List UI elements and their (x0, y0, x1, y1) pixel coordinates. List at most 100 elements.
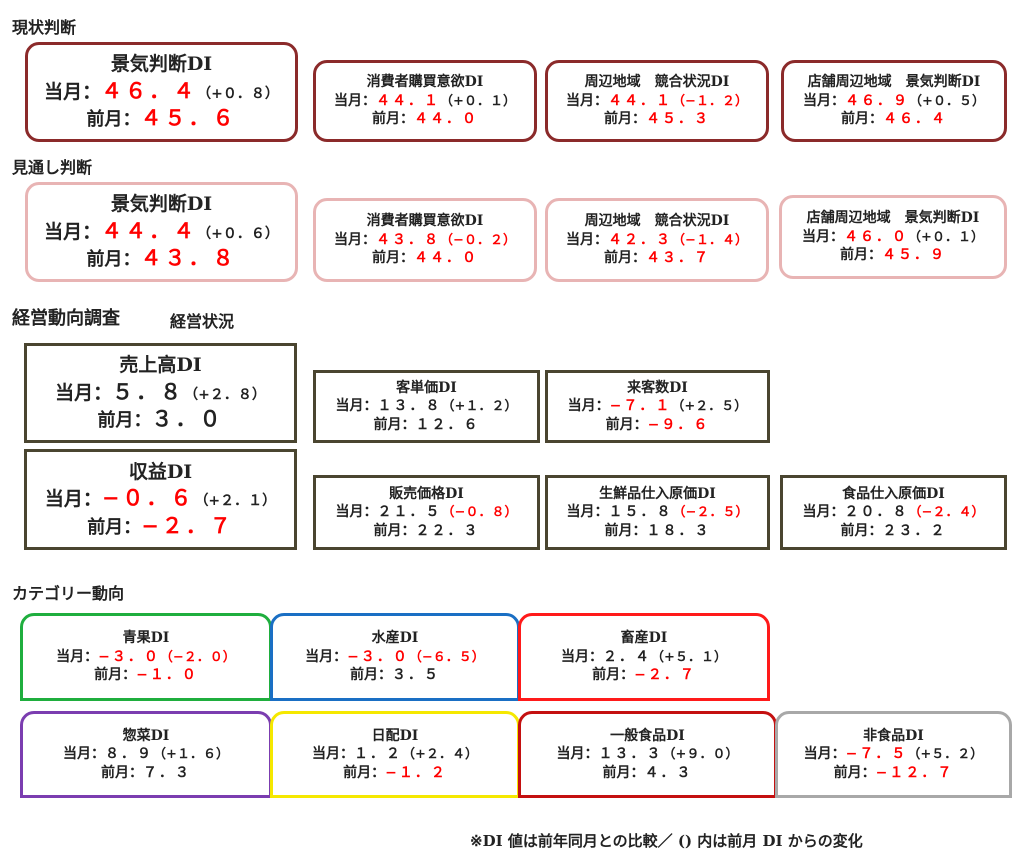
previous-month-line: 前月：４３．７ (604, 249, 710, 267)
di-title: 客単価DI (396, 379, 457, 396)
previous-month-line: 前月：−１２．７ (834, 764, 954, 782)
previous-month-label: 前月： (833, 764, 876, 781)
previous-value: ４３．８ (140, 245, 237, 271)
previous-value: ２２．３ (415, 522, 480, 539)
di-title: 生鮮品仕入原価DI (599, 485, 716, 502)
previous-month-label: 前月： (101, 764, 143, 781)
previous-month-label: 前月： (372, 111, 414, 128)
previous-month-label: 前月： (372, 250, 414, 267)
current-month-line: 当月：５．８（+２．８） (55, 378, 266, 406)
di-title: 景気判断DI (110, 53, 213, 76)
change-from-previous: （−２．５） (672, 505, 749, 521)
previous-month-line: 前月：４５．９ (840, 246, 946, 264)
previous-month-label: 前月： (373, 522, 416, 539)
current-month-label: 当月： (803, 92, 846, 109)
current-month-line: 当月：１．２（+２．４） (312, 745, 478, 764)
current-month-line: 当月：−０．６（+２．１） (45, 484, 276, 512)
current-month-label: 当月： (802, 228, 845, 245)
di-title: 一般食品DI (610, 727, 685, 744)
change-from-previous: （−６．５） (408, 649, 485, 665)
current-month-line: 当月：−７．５（+５．２） (804, 745, 984, 764)
current-value: ２０．８ (844, 504, 909, 521)
current-month-label: 当月： (55, 381, 113, 404)
di-title: 日配DI (371, 727, 419, 744)
current-month-label: 当月： (802, 504, 845, 521)
current-month-label: 当月： (566, 504, 609, 521)
di-title: 非食品DI (863, 727, 924, 744)
previous-value: ７．３ (143, 764, 191, 781)
current-month-line: 当月：４４．１（+０．１） (334, 92, 516, 111)
change-from-previous: （+０．５） (909, 93, 985, 109)
previous-month-line: 前月：−１．０ (94, 666, 198, 684)
current-month-line: 当月：−７．１（+２．５） (568, 397, 748, 416)
current-month-label: 当月： (561, 648, 604, 665)
di-title: 収益DI (128, 460, 193, 483)
previous-month-label: 前月： (840, 522, 883, 539)
previous-month-line: 前月：−２．７ (87, 512, 234, 539)
current-month-label: 当月： (334, 231, 377, 248)
previous-month-line: 前月：１８．３ (605, 522, 711, 540)
previous-month-line: 前月：４４．０ (372, 249, 478, 267)
previous-month-label: 前月： (97, 410, 152, 432)
current-value: １３．８ (377, 398, 442, 415)
current-value: ４４．４ (101, 217, 198, 243)
change-from-previous: （+２．４） (402, 747, 478, 763)
current-month-label: 当月： (312, 746, 355, 763)
current-value: ４６．０ (844, 228, 909, 245)
change-from-previous: （+０．６） (197, 225, 279, 242)
footnote: ※DI 値は前年同月との比較／ () 内は前月 DI からの変化 (470, 832, 863, 850)
previous-value: ４５．３ (646, 111, 710, 128)
change-from-previous: （+０．１） (908, 229, 984, 245)
previous-month-label: 前月： (373, 416, 416, 433)
current-month-label: 当月： (44, 80, 102, 103)
previous-month-line: 前月：４６．４ (841, 110, 947, 128)
current-value: −０．６ (101, 485, 195, 511)
current-month-label: 当月： (63, 746, 106, 763)
di-title: 水産DI (371, 630, 419, 647)
previous-month-label: 前月： (605, 416, 648, 433)
current-month-line: 当月：１３．３（+９．０） (557, 745, 739, 764)
change-from-previous: （−０．８） (441, 505, 518, 521)
previous-month-line: 前月：２２．３ (374, 522, 480, 540)
di-title: 周辺地域 競合状況DI (584, 74, 730, 91)
current-month-line: 当月：４２．３（−１．４） (566, 231, 748, 250)
current-value: −３．０ (98, 648, 160, 665)
current-value: ４６．９ (845, 92, 910, 109)
di-title: 青果DI (122, 630, 170, 647)
change-from-previous: （+１．６） (153, 747, 229, 763)
change-from-previous: （+１．２） (441, 399, 518, 415)
previous-month-line: 前月：２３．２ (841, 522, 947, 540)
current-month-label: 当月： (566, 231, 609, 248)
di-title: 売上高DI (119, 354, 202, 377)
previous-month-label: 前月： (86, 249, 141, 271)
change-from-previous: （+９．０） (662, 747, 739, 763)
current-month-line: 当月：１３．８（+１．２） (336, 397, 518, 416)
previous-value: １２．６ (415, 416, 480, 433)
current-month-label: 当月： (556, 746, 599, 763)
previous-value: ４４．０ (414, 250, 478, 267)
di-title: 来客数DI (627, 379, 688, 396)
change-from-previous: （−１．２） (672, 93, 748, 109)
di-title: 店舗周辺地域 景気判断DI (807, 74, 981, 91)
previous-month-label: 前月： (343, 764, 386, 781)
previous-value: −１．２ (385, 764, 447, 781)
section-subtitle-management-status: 経営状況 (170, 312, 235, 331)
current-value: １５．８ (608, 504, 673, 521)
di-title: 惣菜DI (122, 727, 170, 744)
current-month-line: 当月：４３．８（−０．２） (334, 231, 516, 250)
current-month-line: 当月：４６．０（+０．１） (802, 228, 984, 247)
change-from-previous: （−２．４） (908, 505, 985, 521)
current-value: ４４．１ (608, 92, 673, 109)
current-value: ８．９ (105, 746, 154, 763)
previous-value: ３．５ (392, 667, 440, 684)
previous-value: −９．６ (647, 416, 710, 433)
change-from-previous: （+５．１） (651, 649, 727, 665)
